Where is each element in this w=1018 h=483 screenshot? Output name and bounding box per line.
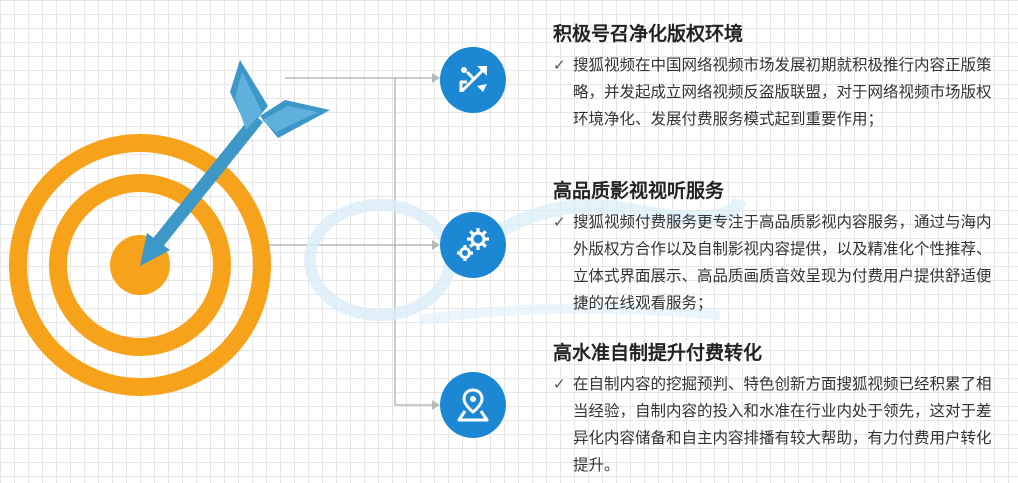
section-title: 积极号召净化版权环境 [553, 23, 744, 45]
section-title: 高水准自制提升付费转化 [553, 342, 763, 364]
share-arrows-icon [459, 66, 487, 93]
section-quality-service: 高品质影视视听服务 ✓ 搜狐视频付费服务更专注于高品质影视内容服务，通过与海内外… [553, 179, 998, 317]
section-body: ✓ 搜狐视频付费服务更专注于高品质影视内容服务，通过与海内外版权方合作以及自制影… [553, 209, 998, 317]
target-diagram [9, 60, 440, 410]
arrow [140, 60, 330, 266]
section-original-content: 高水准自制提升付费转化 ✓ 在自制内容的挖掘预判、特色创新方面搜狐视频已经积累了… [553, 341, 998, 479]
gears-icon [457, 228, 489, 261]
icon-circle-3 [440, 372, 506, 438]
section-copyright: 积极号召净化版权环境 ✓ 搜狐视频在中国网络视频市场发展初期就积极推行内容正版策… [553, 22, 998, 133]
check-icon: ✓ [553, 56, 566, 74]
icon-circle-1 [440, 47, 506, 113]
icon-circle-2 [440, 212, 506, 278]
map-pin-icon [457, 388, 489, 422]
section-text: 搜狐视频付费服务更专注于高品质影视内容服务，通过与海内外版权方合作以及自制影视内… [573, 213, 992, 312]
section-text: 搜狐视频在中国网络视频市场发展初期就积极推行内容正版策略，并发起成立网络视频反盗… [573, 56, 992, 128]
connector-arrowheads [432, 73, 440, 410]
target-rings [9, 134, 271, 396]
check-icon: ✓ [553, 213, 566, 231]
section-body: ✓ 搜狐视频在中国网络视频市场发展初期就积极推行内容正版策略，并发起成立网络视频… [553, 52, 998, 133]
check-icon: ✓ [553, 375, 566, 393]
section-title: 高品质影视视听服务 [553, 180, 725, 202]
section-text: 在自制内容的挖掘预判、特色创新方面搜狐视频已经积累了相当经验，自制内容的投入和水… [573, 375, 992, 474]
section-body: ✓ 在自制内容的挖掘预判、特色创新方面搜狐视频已经积累了相当经验，自制内容的投入… [553, 371, 998, 479]
